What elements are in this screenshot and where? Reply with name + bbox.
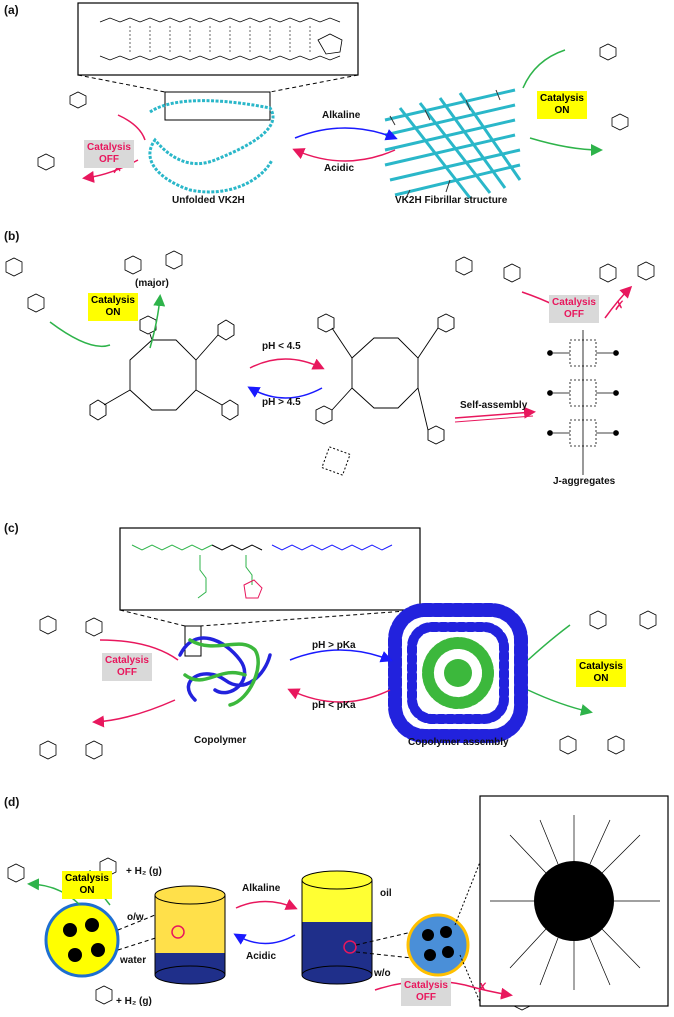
panel-d-graphics: ✗ <box>7 795 669 1011</box>
panel-b-arrow-top-label: pH < 4.5 <box>262 341 301 352</box>
copolymer-coil <box>178 636 272 707</box>
ow-label: o/w <box>127 912 144 923</box>
fibrillar-structure-caption: VK2H Fibrillar structure <box>395 195 508 206</box>
panel-d-catalysis-off-badge: Catalysis OFF <box>401 978 451 1006</box>
panel-c-catalysis-off-badge: Catalysis OFF <box>102 653 152 681</box>
svg-text:✗: ✗ <box>614 298 625 313</box>
panel-a-label: (a) <box>4 3 19 17</box>
unfolded-vk2h-caption: Unfolded VK2H <box>172 195 245 206</box>
h2-top-label: + H₂ (g) <box>126 866 162 877</box>
panel-d-label: (d) <box>4 795 20 809</box>
copolymer-assembly-caption: Copolymer assembly <box>408 737 509 748</box>
panel-b-catalysis-on-badge: Catalysis ON <box>88 293 138 321</box>
fibrillar-structure <box>384 88 522 199</box>
particle-ow <box>44 902 120 978</box>
unfolded-chain <box>148 99 275 194</box>
cylinder-ow <box>154 885 226 985</box>
panel-c-catalysis-on-badge: Catalysis ON <box>576 659 626 687</box>
panel-a-catalysis-off-badge: Catalysis OFF <box>84 140 134 168</box>
oil-label: oil <box>380 888 392 899</box>
j-aggregates-caption: J-aggregates <box>553 476 616 487</box>
major-product-label: (major) <box>135 278 169 289</box>
panel-c-graphics <box>39 527 657 760</box>
panel-c-label: (c) <box>4 521 19 535</box>
zoom-box <box>164 91 271 121</box>
peptide-structure-box <box>77 2 359 76</box>
particle-wo <box>406 913 470 977</box>
panel-b-label: (b) <box>4 229 20 243</box>
panel-a-graphics: ✗ <box>37 2 629 201</box>
panel-b-catalysis-off-badge: Catalysis OFF <box>549 295 599 323</box>
cylinder-wo <box>301 870 373 985</box>
panel-d-catalysis-on-badge: Catalysis ON <box>62 871 112 899</box>
svg-text:✗: ✗ <box>477 980 488 995</box>
wo-label: w/o <box>374 968 391 979</box>
panel-a-arrow-bottom-label: Acidic <box>324 163 355 174</box>
panel-d-arrow-bottom-label: Acidic <box>246 951 277 962</box>
j-aggregate-stack <box>547 330 619 475</box>
panel-a-arrow-top-label: Alkaline <box>322 110 361 121</box>
porphyrin-left <box>89 315 239 421</box>
water-label: water <box>120 955 147 966</box>
copolymer-caption: Copolymer <box>194 735 247 746</box>
panel-c-arrow-top-label: pH > pKa <box>312 640 356 651</box>
panel-d-arrow-top-label: Alkaline <box>242 883 281 894</box>
panel-a-catalysis-on-badge: Catalysis ON <box>537 91 587 119</box>
svg-text:✗: ✗ <box>112 160 124 176</box>
copolymer-assembly <box>388 603 528 743</box>
porphyrin-right <box>315 313 455 445</box>
panel-b-graphics: ✗ <box>5 250 655 476</box>
panel-b-arrow-bottom-label: pH > 4.5 <box>262 397 301 408</box>
panel-c-arrow-bottom-label: pH < pKa <box>312 700 356 711</box>
h2-bottom-label: + H₂ (g) <box>116 996 152 1007</box>
self-assembly-label: Self-assembly <box>460 400 528 411</box>
copolymer-structure-box <box>119 527 421 611</box>
